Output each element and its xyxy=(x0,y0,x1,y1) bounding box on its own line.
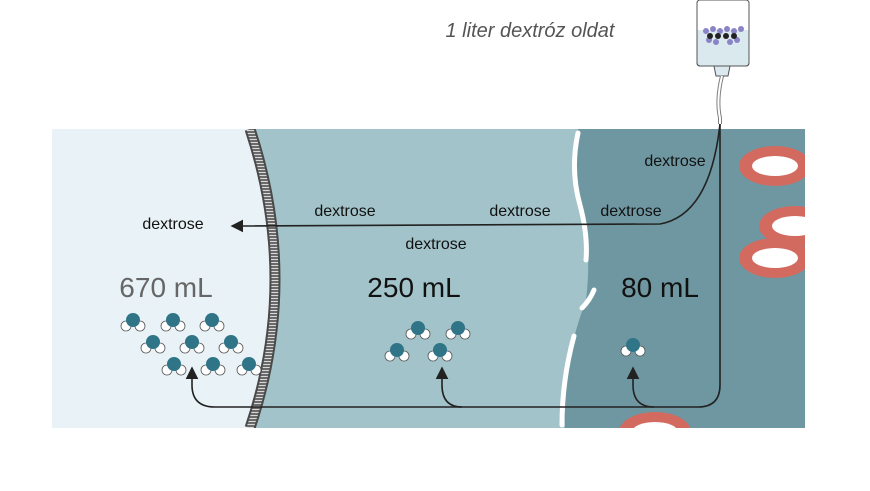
dextrose-label-vessel-top: dextrose xyxy=(644,153,705,170)
iv-bag-caption: 1 liter dextróz oldat xyxy=(446,20,616,42)
dextrose-label-vessel-flow: dextrose xyxy=(600,203,661,220)
intravascular-volume: 80 mL xyxy=(621,272,699,303)
red-blood-cell-icon xyxy=(619,412,691,428)
interstitial-volume: 250 mL xyxy=(367,272,460,303)
dextrose-label-interstitial-below: dextrose xyxy=(405,236,466,253)
red-blood-cell-icon xyxy=(739,238,805,278)
dextrose-label-interstitial-right: dextrose xyxy=(489,203,550,220)
red-blood-cell-icon xyxy=(739,146,805,186)
dextrose-label-interstitial-left: dextrose xyxy=(314,203,375,220)
capillary-wall xyxy=(559,130,597,428)
dextrose-label-intracellular: dextrose xyxy=(142,216,203,233)
intracellular-volume: 670 mL xyxy=(119,272,212,303)
iv-bag-icon xyxy=(696,0,750,77)
flow-arrows xyxy=(185,123,721,408)
